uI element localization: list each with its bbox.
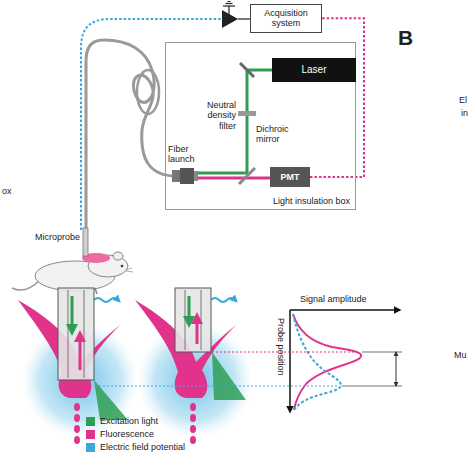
text-label: Signal amplitude	[300, 294, 367, 304]
illustration-path	[293, 314, 341, 410]
illustration-line	[84, 290, 85, 378]
illustration-path	[86, 40, 176, 230]
legend-label: Electric field potential	[100, 442, 185, 452]
illustration-line	[95, 386, 338, 387]
illustration-path	[212, 352, 246, 400]
illustration-line	[79, 336, 82, 370]
illustration-path	[126, 268, 133, 272]
illustration-ellipse	[74, 425, 80, 433]
node-label: PMT	[281, 172, 300, 182]
illustration-line	[226, 3, 233, 4]
illustration-path	[12, 280, 40, 290]
illustration-line	[68, 290, 69, 378]
illustration-line	[240, 63, 254, 77]
illustration-line	[342, 386, 402, 387]
signal-graph	[95, 310, 402, 412]
text-label: El	[459, 95, 467, 105]
illustration-ellipse	[137, 70, 159, 114]
legend-swatch	[86, 443, 95, 452]
illustration-rect	[238, 111, 256, 116]
illustration-line	[188, 296, 191, 322]
illustration-rect	[172, 170, 180, 182]
illustration-ellipse	[190, 425, 196, 433]
text-label: Dichroic mirror	[256, 124, 296, 145]
legend-label: Fluorescence	[100, 429, 154, 439]
illustration-line	[71, 296, 74, 330]
amplifier-symbol	[222, 2, 250, 29]
illustration-ellipse	[74, 403, 80, 411]
pmt-box: PMT	[270, 167, 310, 187]
text-label: Mu	[454, 350, 467, 360]
illustration-line	[228, 6, 229, 15]
illustration-line	[201, 290, 202, 350]
illustration-line	[238, 18, 250, 19]
legend-swatch	[86, 417, 95, 426]
illustration-line	[396, 352, 397, 386]
illustration-g	[190, 403, 196, 444]
text-label: Microprobe	[34, 232, 80, 242]
illustration-path	[211, 298, 235, 302]
text-label: Neutral density filter	[200, 100, 236, 131]
probe-left	[58, 288, 118, 380]
illustration-line	[198, 177, 270, 180]
node-label: Light insulation box	[273, 196, 350, 206]
optical-fiber	[86, 40, 176, 230]
illustration-line	[223, 5, 235, 6]
legend-item: Fluorescence	[86, 429, 154, 439]
illustration-line	[228, 1, 231, 2]
acquisition-box: Acquisition system	[250, 4, 322, 33]
text-label: in	[461, 108, 468, 118]
illustration-ellipse	[190, 414, 196, 422]
probe-right	[175, 288, 235, 352]
illustration-ellipse	[74, 436, 80, 444]
illustration-polyline	[198, 70, 272, 173]
illustration-line	[185, 290, 186, 350]
text-label: ox	[2, 186, 12, 196]
beam-path	[198, 63, 272, 184]
illustration-path	[222, 10, 238, 28]
illustration-path	[293, 314, 361, 410]
illustration-ellipse	[190, 403, 196, 411]
text-label: Fiber launch	[168, 144, 202, 165]
microprobe	[83, 228, 88, 256]
laser-box: Laser	[272, 58, 356, 82]
illustration-rect	[175, 288, 211, 352]
illustration-ellipse	[74, 414, 80, 422]
illustration-line	[239, 168, 255, 184]
illustration-circle	[121, 265, 124, 268]
illustration-rect	[194, 171, 198, 181]
text-label: Probe position	[276, 318, 286, 376]
fiber-launch-component	[172, 168, 198, 184]
illustration-ellipse	[113, 252, 123, 260]
text-label: B	[398, 26, 413, 50]
illustration-rect	[58, 288, 94, 380]
illustration-line	[196, 318, 199, 344]
illustration-line	[290, 309, 400, 311]
illustration-line	[362, 352, 402, 353]
illustration-g	[74, 403, 80, 444]
node-label: Acquisition system	[256, 8, 316, 29]
illustration-path	[94, 298, 118, 302]
illustration-line	[289, 310, 291, 412]
legend-item: Excitation light	[86, 416, 158, 426]
legend-swatch	[86, 430, 95, 439]
legend-item: Electric field potential	[86, 442, 185, 452]
legend-label: Excitation light	[100, 416, 158, 426]
node-label: Laser	[301, 64, 326, 76]
illustration-rect	[180, 168, 194, 184]
illustration-ellipse	[190, 436, 196, 444]
electric-signal-line	[81, 19, 222, 230]
